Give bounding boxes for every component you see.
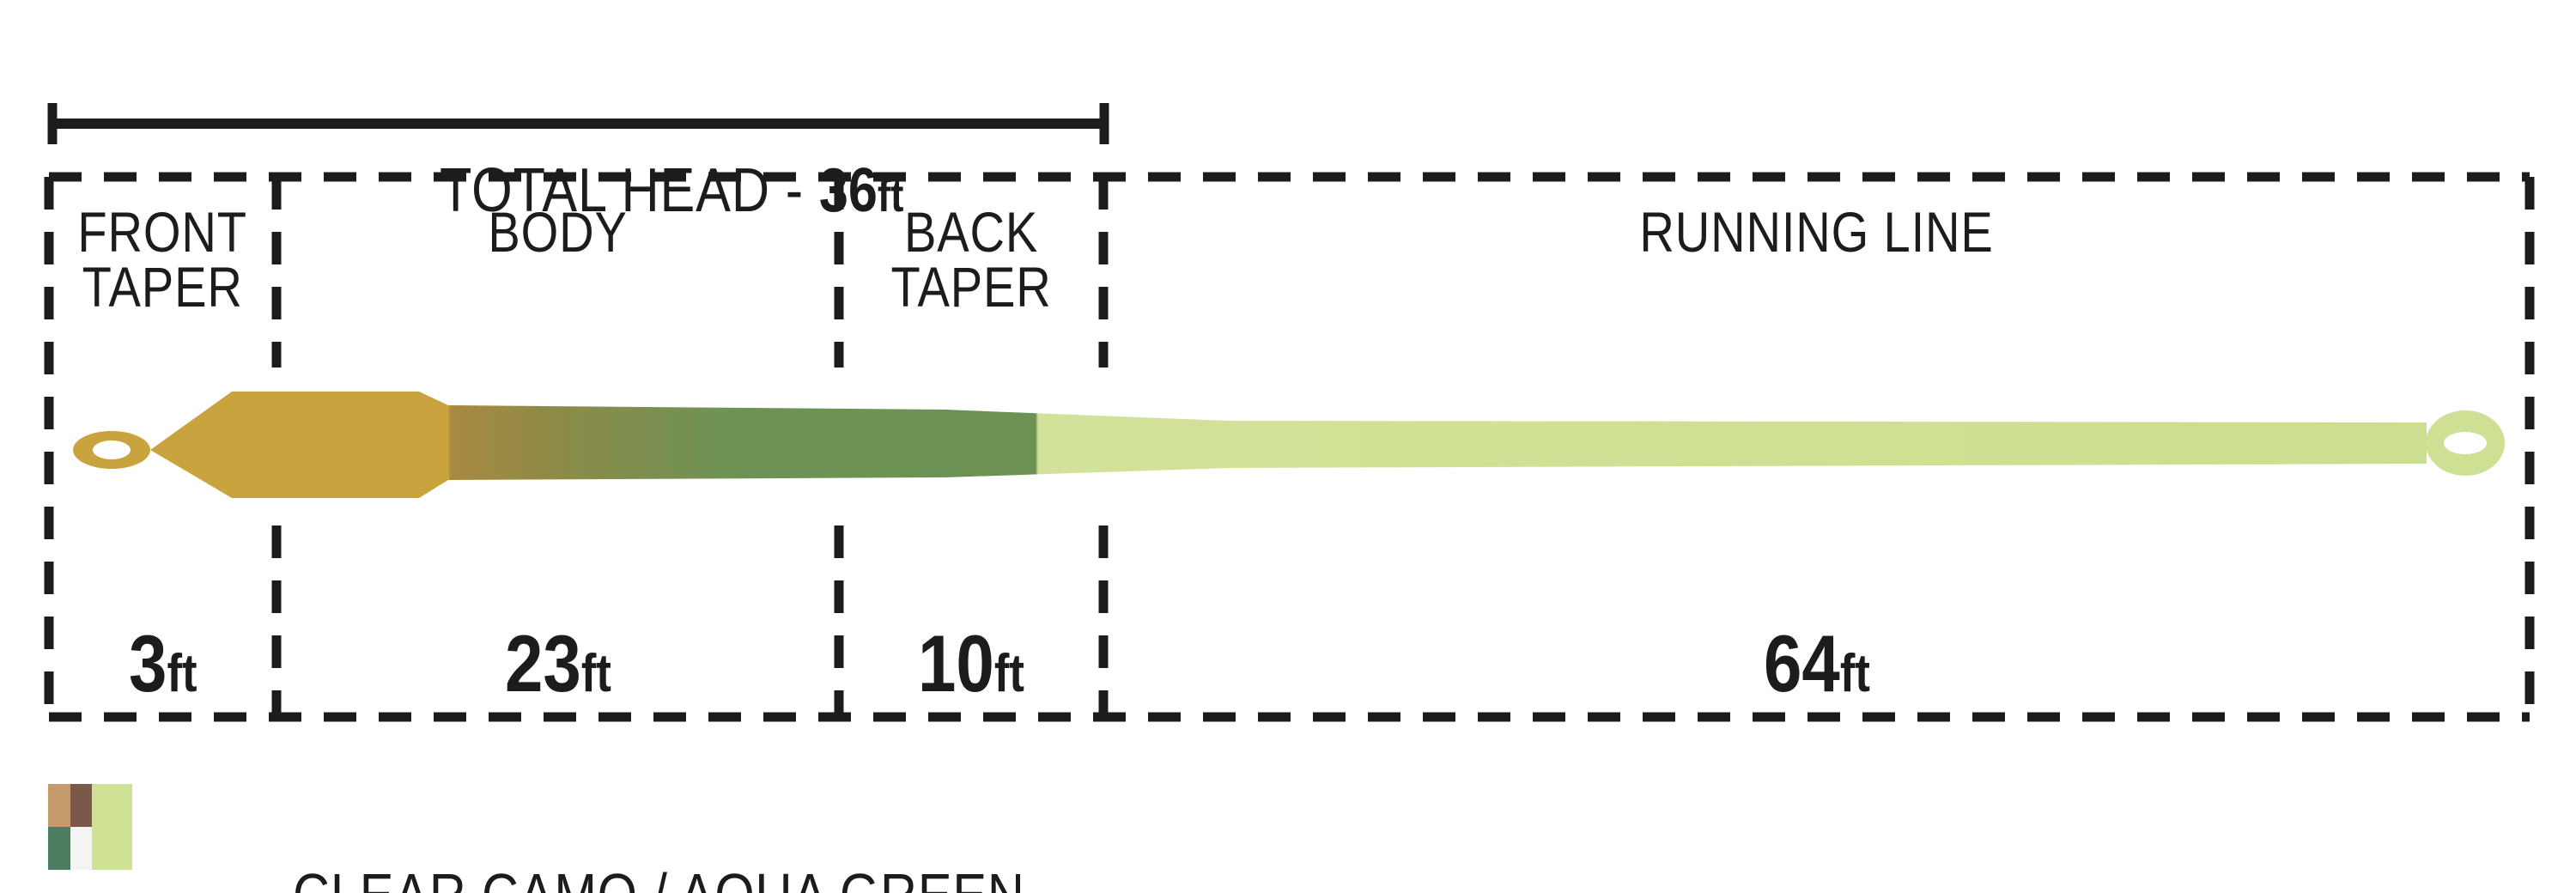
section-label-front-taper: FRONT TAPER — [49, 200, 276, 319]
dashed-section-box — [44, 172, 2535, 722]
back-taper-line2: TAPER — [890, 255, 1052, 319]
running-line-line1: RUNNING LINE — [1639, 200, 1994, 264]
swatch-tan-block — [48, 784, 70, 827]
total-head-title: TOTAL HEAD - 36ft — [283, 19, 1001, 368]
legend-label: CLEAR CAMO / AQUA GREEN — [187, 787, 1154, 893]
section-label-body: BODY — [276, 200, 839, 264]
legend-label-text: CLEAR CAMO / AQUA GREEN — [293, 859, 1025, 893]
front-taper-length-unit: ft — [167, 644, 197, 703]
section-label-back-taper: BACK TAPER — [839, 200, 1103, 319]
total-head-value: 36 — [818, 156, 878, 225]
body-length-unit: ft — [580, 644, 611, 703]
rear-loop-hole — [2444, 432, 2487, 454]
front-loop-hole — [93, 440, 131, 459]
swatch-dark-green-block — [48, 827, 70, 870]
front-taper-line2: TAPER — [82, 255, 244, 319]
total-head-label: TOTAL HEAD - — [440, 156, 819, 225]
running-line-length-unit: ft — [1839, 644, 1870, 703]
swatch-off-white-block — [70, 827, 92, 870]
total-head-bracket — [47, 103, 1109, 144]
section-label-running-line: RUNNING LINE — [1103, 200, 2530, 264]
color-swatch — [48, 784, 132, 870]
back-taper-line1: BACK — [903, 200, 1039, 264]
front-taper-line1: FRONT — [77, 200, 248, 264]
back-taper-length-unit: ft — [993, 644, 1024, 703]
front-taper-length: 3 — [128, 618, 167, 708]
fly-line-profile — [73, 392, 2505, 498]
total-head-unit: ft — [877, 170, 904, 222]
fly-line-body-shape — [150, 392, 2427, 498]
swatch-brown-block — [70, 784, 92, 827]
running-line-length: 64 — [1763, 618, 1840, 708]
body-length: 23 — [504, 618, 581, 708]
body-line1: BODY — [488, 200, 628, 264]
swatch-light-green-block — [92, 784, 132, 870]
back-taper-length: 10 — [918, 618, 994, 708]
